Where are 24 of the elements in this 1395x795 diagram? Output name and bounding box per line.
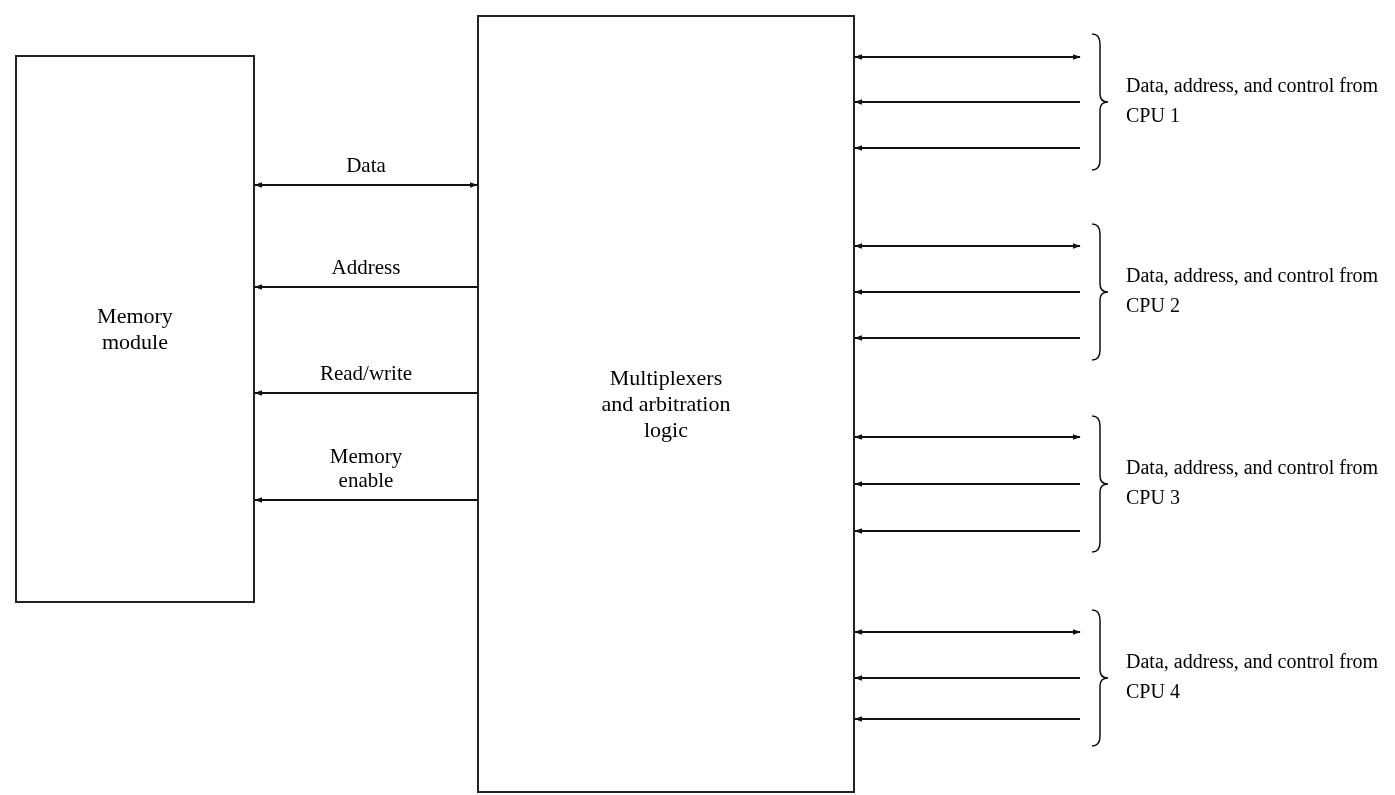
arrow [854, 145, 1081, 151]
bus-label: Data, address, and control from CPU 1 [1126, 73, 1380, 128]
arrow [854, 54, 1081, 60]
arrow [254, 497, 478, 503]
arrow [854, 528, 1081, 534]
arrow [254, 390, 478, 396]
bus-label: Data, address, and control from CPU 3 [1126, 455, 1380, 510]
arrow [854, 481, 1081, 487]
arrow [854, 629, 1081, 635]
arrow [854, 335, 1081, 341]
arrow [254, 284, 478, 290]
block-box [15, 55, 255, 603]
arrow [854, 99, 1081, 105]
arrow [854, 716, 1081, 722]
arrow [854, 243, 1081, 249]
bus-label: Data, address, and control from CPU 4 [1126, 649, 1380, 704]
arrow [854, 289, 1081, 295]
block-label: Memory module [96, 303, 174, 355]
arrow [854, 675, 1081, 681]
arrow [254, 182, 478, 188]
block-label: Multiplexers and arbitration logic [601, 365, 731, 443]
block-box [477, 15, 855, 793]
arrow [854, 434, 1081, 440]
bus-label: Data, address, and control from CPU 2 [1126, 263, 1380, 318]
